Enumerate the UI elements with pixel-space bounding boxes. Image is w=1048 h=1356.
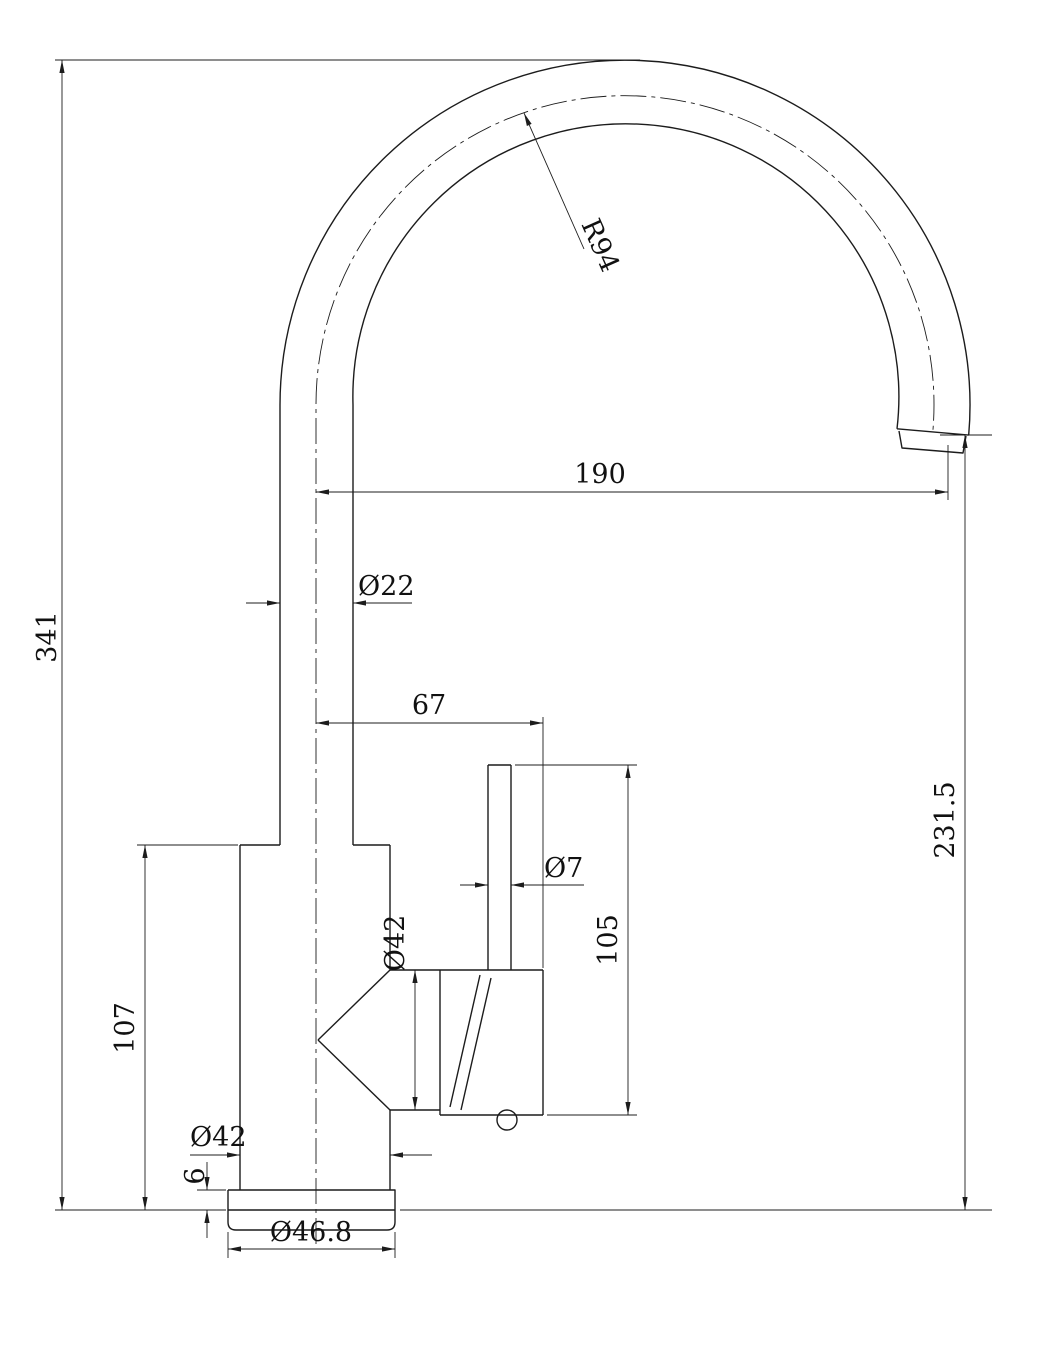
cone-upper-edge bbox=[317, 969, 391, 1041]
centerlines bbox=[315, 95, 935, 1244]
dim-pipe-diameter: Ø22 bbox=[358, 571, 415, 602]
spout-inner-profile bbox=[352, 123, 900, 845]
dim-base-diameter: Ø46.8 bbox=[270, 1217, 352, 1248]
dimension-lines bbox=[59, 60, 968, 1252]
lever-slot-edge-1 bbox=[449, 974, 481, 1108]
dim-overall-height: 341 bbox=[32, 611, 63, 663]
spout-end-cap bbox=[896, 428, 969, 436]
dim-rod-diameter: Ø7 bbox=[544, 853, 583, 884]
spout-centerline bbox=[315, 95, 935, 1244]
lever-slot-edge-2 bbox=[460, 977, 492, 1111]
leader-arc-radius bbox=[523, 112, 585, 250]
screw-cap-circle bbox=[496, 1109, 518, 1131]
dim-handle-height: 105 bbox=[593, 914, 624, 966]
cone-lower-edge bbox=[317, 1039, 391, 1111]
dim-cone-diameter: Ø42 bbox=[380, 915, 411, 972]
dim-handle-offset: 67 bbox=[412, 690, 446, 721]
dim-body-height: 107 bbox=[110, 1002, 141, 1054]
dim-spout-reach: 190 bbox=[574, 459, 626, 490]
spout-outer-profile bbox=[279, 59, 971, 845]
dim-outlet-height: 231.5 bbox=[930, 781, 961, 858]
dim-base-plate-height: 6 bbox=[180, 1167, 211, 1184]
base-plate-outline bbox=[227, 1189, 396, 1231]
dimension-texts: 341 231.5 107 105 Ø42 6 R94 190 Ø22 67 Ø… bbox=[32, 214, 961, 1248]
extension-lines bbox=[55, 59, 992, 1258]
dim-lower-body-diameter: Ø42 bbox=[190, 1122, 247, 1153]
